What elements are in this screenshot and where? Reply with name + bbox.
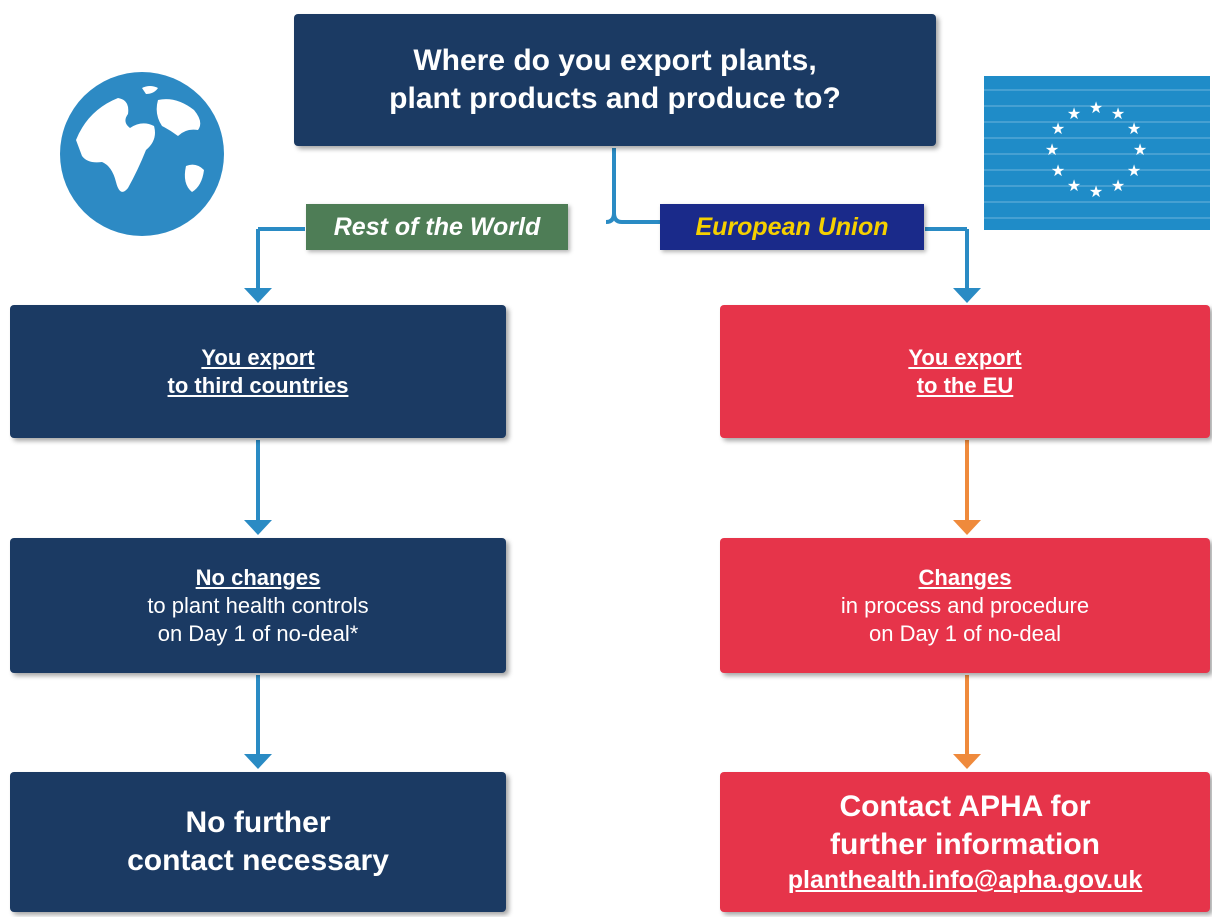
european-union-tag: European Union: [660, 204, 924, 250]
contact-apha-box: Contact APHA for further information pla…: [720, 772, 1210, 912]
svg-text:★: ★: [1051, 161, 1065, 180]
no-changes-heading: No changes: [195, 564, 321, 590]
svg-text:★: ★: [1111, 176, 1125, 195]
globe-icon: [60, 72, 224, 236]
arrow-head: [244, 288, 272, 303]
contact-apha-line-1: Contact APHA for: [839, 790, 1091, 823]
svg-text:★: ★: [1133, 140, 1147, 159]
changes-box: Changes in process and procedure on Day …: [720, 538, 1210, 673]
export-to-eu-box: You export to the EU: [720, 305, 1210, 438]
question-line-1: Where do you export plants,: [413, 44, 817, 77]
apha-email-link[interactable]: planthealth.info@apha.gov.uk: [787, 866, 1143, 894]
contact-apha-line-2: further information: [830, 828, 1100, 861]
svg-text:★: ★: [1051, 119, 1065, 138]
no-changes-box: No changes to plant health controls on D…: [10, 538, 506, 673]
no-changes-line-1: to plant health controls: [147, 592, 369, 618]
export-to-eu-line-2: to the EU: [916, 372, 1014, 398]
rest-of-world-tag: Rest of the World: [306, 204, 568, 250]
third-countries-line-1: You export: [201, 344, 315, 370]
svg-text:★: ★: [1127, 161, 1141, 180]
arrow-head: [953, 288, 981, 303]
question-box: Where do you export plants, plant produc…: [294, 14, 936, 146]
question-line-2: plant products and produce to?: [389, 82, 841, 115]
svg-text:★: ★: [1089, 98, 1103, 117]
no-further-contact-line-1: No further: [185, 806, 331, 839]
rest-of-world-label: Rest of the World: [333, 212, 541, 241]
changes-line-1: in process and procedure: [840, 592, 1090, 618]
no-changes-line-2: on Day 1 of no-deal*: [157, 620, 359, 646]
no-further-contact-line-2: contact necessary: [127, 844, 389, 877]
eu-flag-icon: ★ ★ ★ ★ ★ ★ ★ ★ ★ ★ ★ ★: [984, 76, 1210, 230]
changes-line-2: on Day 1 of no-deal: [868, 620, 1062, 646]
svg-text:★: ★: [1067, 104, 1081, 123]
svg-text:★: ★: [1045, 140, 1059, 159]
european-union-label: European Union: [695, 212, 889, 241]
no-further-contact-box: No further contact necessary: [10, 772, 506, 912]
question-connector-right: [612, 212, 660, 224]
svg-text:★: ★: [1111, 104, 1125, 123]
question-connector-left: [605, 148, 616, 224]
third-countries-line-2: to third countries: [167, 372, 349, 398]
changes-heading: Changes: [918, 564, 1012, 590]
export-to-eu-line-1: You export: [908, 344, 1022, 370]
third-countries-box: You export to third countries: [10, 305, 506, 438]
svg-text:★: ★: [1089, 182, 1103, 201]
svg-text:★: ★: [1067, 176, 1081, 195]
svg-text:★: ★: [1127, 119, 1141, 138]
